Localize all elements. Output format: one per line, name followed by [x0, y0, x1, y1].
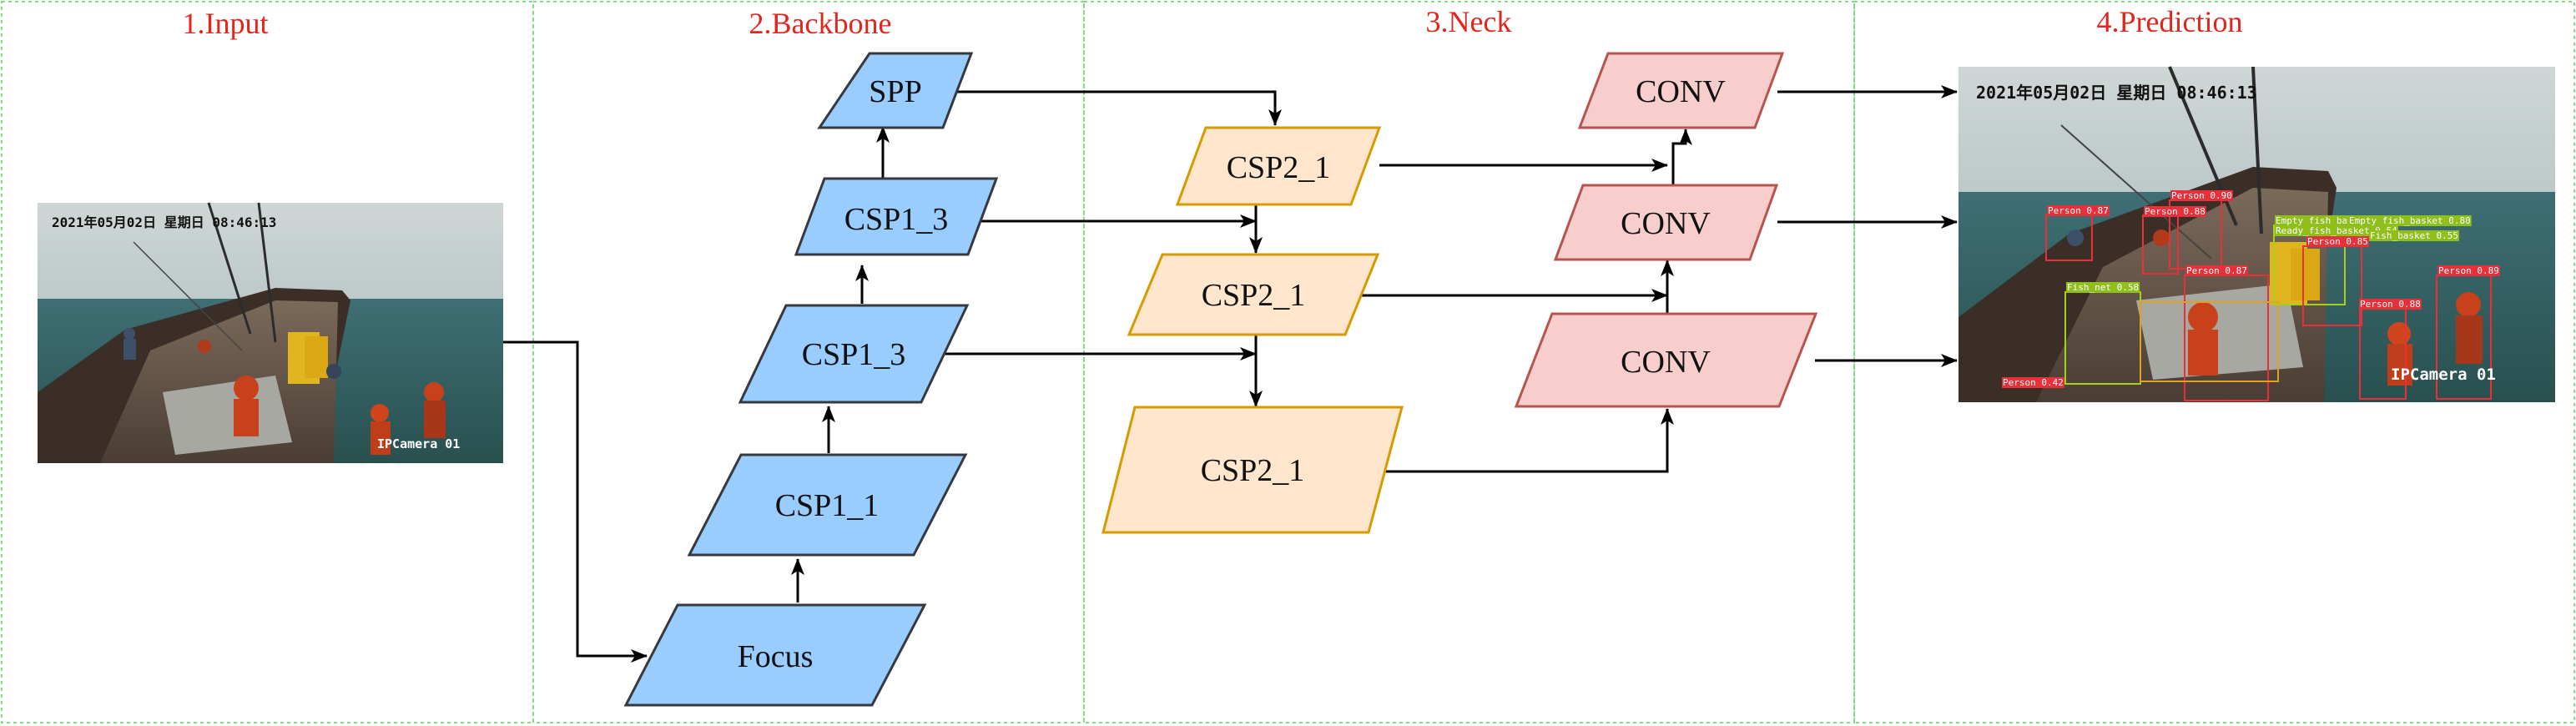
- connectors: [503, 85, 1958, 663]
- block-csp2-1-top[interactable]: CSP2_1: [1175, 126, 1382, 206]
- section-title-backbone: 2.Backbone: [749, 7, 892, 40]
- block-focus-label: Focus: [738, 639, 814, 674]
- detection-label-bg: [2066, 282, 2140, 293]
- detection-label: Person 0.87: [2186, 265, 2247, 276]
- detection-label-bg: [2306, 236, 2369, 247]
- detection-label-bg: [2170, 190, 2233, 201]
- block-csp2-1-mid[interactable]: CSP2_1: [1127, 253, 1380, 336]
- connector-conv-mid-to-conv-top: [1671, 129, 1692, 185]
- detection-label-bg: [2047, 205, 2110, 216]
- backbone-blocks: Focus CSP1_1 CSP1_3 CSP1_3 SPP: [623, 52, 999, 707]
- detection-label: Ready_fish_basket 0.54: [2276, 225, 2397, 236]
- detection-label-bg: [2369, 230, 2459, 241]
- connector-csp2-1-bottom-to-conv-bottom: [1379, 408, 1674, 473]
- detection-label: Person 0.88: [2145, 206, 2205, 217]
- block-conv-top-label: CONV: [1636, 74, 1726, 109]
- prediction-timestamp: 2021年05月02日 星期日 08:46:13: [1976, 83, 2257, 103]
- detection-label-bg: [2144, 206, 2206, 217]
- connector-input-to-focus: [503, 340, 648, 663]
- detection-label: Person 0.87: [2048, 205, 2109, 216]
- block-csp1-1-label: CSP1_1: [775, 488, 880, 523]
- detection-label-bg: [2275, 225, 2399, 236]
- input-image: 2021年05月02日 星期日 08:46:13 IPCamera 01: [38, 202, 503, 463]
- detection-label: Person 0.85: [2307, 236, 2368, 247]
- block-csp1-1[interactable]: CSP1_1: [687, 453, 968, 557]
- detection-label-bg: [2002, 377, 2064, 388]
- detection-label-bg: [2359, 299, 2422, 310]
- connector-spp-to-csp2-1-top: [943, 90, 1282, 126]
- block-spp[interactable]: SPP: [817, 52, 974, 129]
- section-title-neck: 3.Neck: [1426, 5, 1512, 38]
- section-backbone-panel: [532, 1, 1085, 723]
- block-conv-mid[interactable]: CONV: [1553, 184, 1779, 261]
- neck-blocks: CSP2_1 CSP2_1 CSP2_1 CONV CONV CONV: [1101, 52, 1818, 534]
- section-input-panel: [1, 1, 534, 723]
- block-conv-mid-label: CONV: [1621, 206, 1711, 241]
- detection-box: [2140, 301, 2279, 382]
- block-csp2-1-top-label: CSP2_1: [1227, 150, 1331, 185]
- section-title-input: 1.Input: [183, 7, 269, 40]
- block-focus[interactable]: Focus: [623, 603, 927, 707]
- detection-label: Person 0.90: [2171, 190, 2232, 201]
- detection-label: Person 0.89: [2438, 265, 2499, 276]
- detection-label-bg: [2185, 265, 2248, 276]
- block-csp2-1-mid-label: CSP2_1: [1202, 278, 1306, 313]
- detection-label: Person 0.88: [2360, 299, 2421, 310]
- prediction-camera-label: IPCamera 01: [2391, 366, 2496, 384]
- detection-labels: Person 0.87 Person 0.88 Person 0.90 Pers…: [2002, 190, 2500, 388]
- block-csp2-1-bottom[interactable]: CSP2_1: [1101, 406, 1404, 534]
- section-title-prediction: 4.Prediction: [2097, 5, 2243, 38]
- detection-label-bg: [2348, 215, 2472, 226]
- block-csp2-1-bottom-label: CSP2_1: [1201, 453, 1305, 488]
- block-csp1-3-lower[interactable]: CSP1_3: [738, 304, 970, 404]
- block-conv-bottom-label: CONV: [1621, 345, 1711, 380]
- block-spp-label: SPP: [869, 74, 921, 109]
- block-conv-top[interactable]: CONV: [1577, 52, 1785, 129]
- detection-label: Empty_fish_basket 0.80: [2349, 215, 2471, 226]
- input-camera-label: IPCamera 01: [377, 436, 460, 451]
- prediction-image: Person 0.87 Person 0.88 Person 0.90 Pers…: [1958, 66, 2555, 402]
- block-conv-bottom[interactable]: CONV: [1514, 312, 1818, 408]
- block-csp1-3-lower-label: CSP1_3: [802, 337, 906, 372]
- detection-label-bg: [2437, 265, 2500, 276]
- detection-label: Fish_net 0.58: [2067, 282, 2139, 293]
- block-csp1-3-upper[interactable]: CSP1_3: [794, 177, 999, 256]
- detection-label: Fish_basket 0.55: [2370, 230, 2458, 241]
- detection-label: Person 0.42: [2003, 377, 2064, 388]
- block-csp1-3-upper-label: CSP1_3: [844, 202, 949, 237]
- section-neck-panel: [1083, 1, 1855, 723]
- input-timestamp: 2021年05月02日 星期日 08:46:13: [52, 214, 276, 230]
